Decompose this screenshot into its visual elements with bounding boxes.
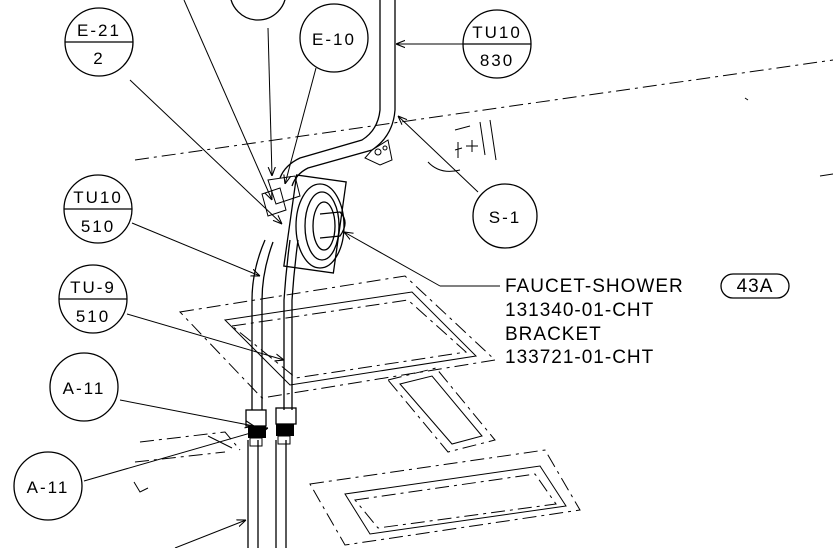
callout-tu10-830-bottom: 830	[480, 51, 514, 70]
part-note-line3: BRACKET	[505, 324, 602, 345]
faucet-shower	[261, 174, 347, 274]
mark	[819, 173, 833, 177]
part-note-badge-frame	[720, 273, 790, 299]
callout-tu9-510-bottom: 510	[76, 307, 110, 326]
reference-line	[134, 59, 833, 161]
callout-tu10-510-top: TU10	[73, 188, 123, 207]
callout-e10-label: E-10	[312, 30, 356, 49]
callout-top-partial	[230, 0, 286, 21]
callout-s1-label: S-1	[489, 208, 521, 227]
leader-lines	[83, 0, 500, 548]
vertical-panel	[279, 0, 396, 187]
callout-tu10-830: TU10 830	[462, 9, 532, 79]
part-note-line2: 131340-01-CHT	[505, 300, 654, 321]
part-note: FAUCET-SHOWER 43A 131340-01-CHT BRACKET …	[505, 273, 790, 368]
mark	[744, 97, 749, 101]
callout-a11-upper: A-11	[49, 352, 119, 422]
callout-tu10-510: TU10 510	[63, 174, 133, 244]
part-note-line4: 133721-01-CHT	[505, 347, 654, 368]
callout-e21: E-21 2	[64, 7, 134, 77]
callout-a11-lower: A-11	[13, 451, 83, 521]
fittings	[245, 407, 297, 447]
callout-a11-lower-label: A-11	[27, 478, 70, 497]
callout-tu9-510-top: TU-9	[70, 278, 116, 297]
hoses	[247, 239, 299, 548]
callout-e21-top: E-21	[77, 21, 121, 40]
part-note-badge: 43A	[737, 276, 774, 297]
callout-s1: S-1	[472, 183, 538, 249]
callout-e10: E-10	[299, 3, 369, 73]
callout-a11-upper-label: A-11	[63, 379, 106, 398]
cutout-bottom	[309, 449, 581, 546]
cutout-small	[387, 367, 496, 453]
callout-e21-bottom: 2	[93, 49, 104, 68]
cutout-large	[178, 275, 497, 399]
callout-tu9-510: TU-9 510	[58, 264, 128, 334]
part-note-line1: FAUCET-SHOWER	[505, 276, 684, 297]
alignment-marks	[427, 119, 497, 172]
callout-tu10-830-top: TU10	[472, 23, 522, 42]
callout-tu10-510-bottom: 510	[81, 217, 115, 236]
